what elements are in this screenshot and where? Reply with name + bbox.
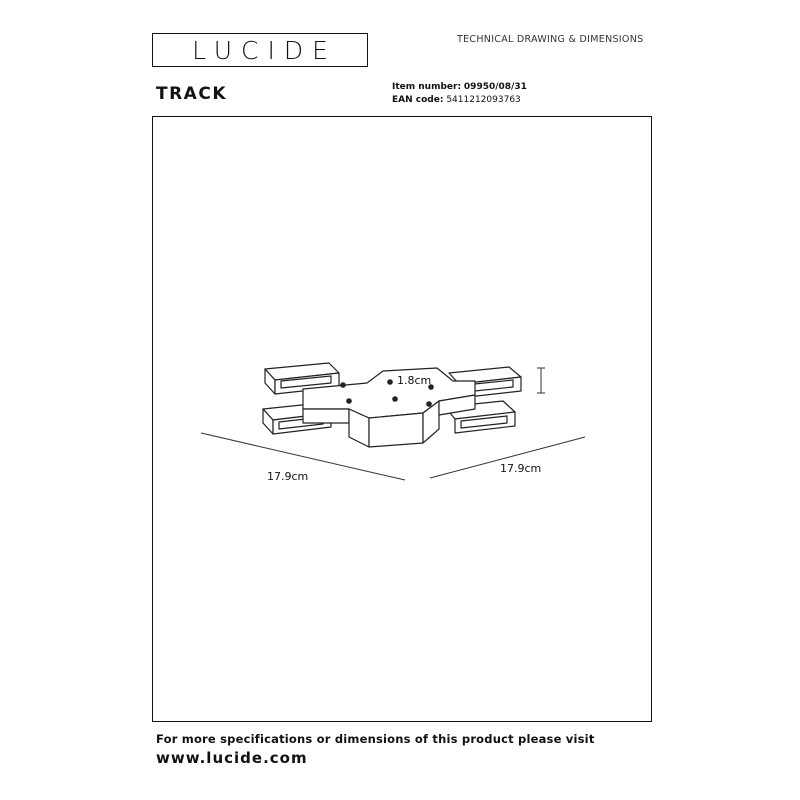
brand-logo: LUCIDE [152,33,368,67]
length-dimension-right-label: 17.9cm [500,462,542,475]
ean-code-line: EAN code: 5411212093763 [392,95,521,105]
dimension-lines [200,367,586,481]
footer-website-link[interactable]: www.lucide.com [156,749,308,767]
cross-body-side-center [368,412,424,448]
ean-code-label: EAN code: [392,95,444,105]
item-number-value: 09950/08/31 [463,82,527,92]
item-number-label: Item number: [392,82,462,92]
product-title: TRACK [156,84,227,104]
footer-note: For more specifications or dimensions of… [156,732,595,746]
length-dimension-left-label: 17.9cm [267,470,309,483]
cross-body-side-right [422,400,440,444]
document-type-label: TECHNICAL DRAWING & DIMENSIONS [457,34,644,45]
cross-body-side-left [302,408,350,424]
item-number-line: Item number: 09950/08/31 [392,82,527,92]
height-dimension-label: 1.8cm [397,374,432,387]
brand-logo-text: LUCIDE [192,35,337,65]
track-end-front-right [444,400,516,434]
technical-drawing-frame: 1.8cm 17.9cm 17.9cm [152,116,652,722]
x-connector-drawing [200,362,586,481]
ean-code-value: 5411212093763 [446,95,521,105]
